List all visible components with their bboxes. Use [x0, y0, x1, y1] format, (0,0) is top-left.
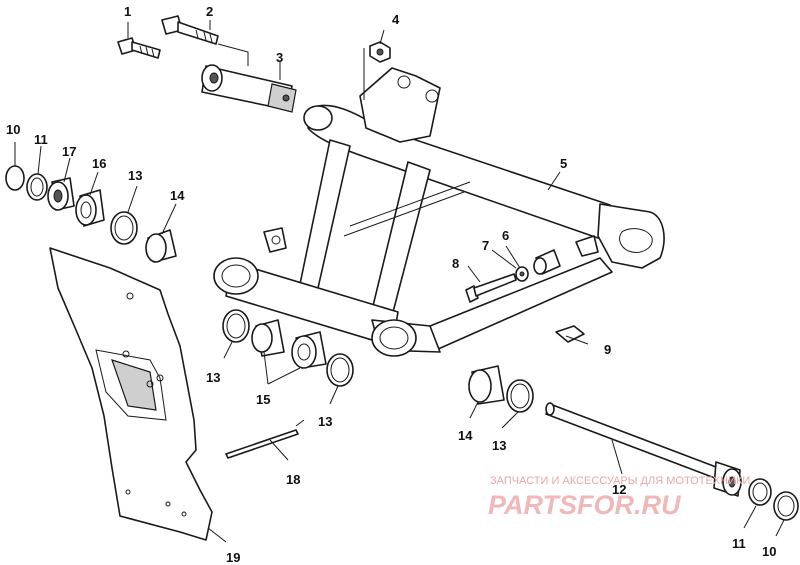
part-16-spacer — [75, 189, 105, 227]
part-10-cap-left — [5, 165, 25, 191]
watermark-logo: PARTSFOR.RU — [488, 490, 682, 520]
callout-14-b: 14 — [458, 428, 473, 443]
callout-12: 12 — [612, 482, 626, 497]
callout-11-right: 11 — [732, 536, 746, 551]
part-13-washer-2 — [222, 309, 250, 343]
part-2-bolt — [161, 15, 219, 45]
callout-13-d: 13 — [492, 438, 506, 453]
callout-1: 1 — [124, 4, 131, 19]
callout-7: 7 — [482, 238, 489, 253]
callout-9: 9 — [604, 342, 611, 357]
watermark-caption: ЗАПЧАСТИ И АКСЕССУАРЫ ДЛЯ МОТОТЕХНИКИ — [490, 475, 750, 487]
part-18-cable-tie — [225, 419, 305, 459]
callout-10-right: 10 — [762, 544, 776, 559]
watermark: ЗАПЧАСТИ И АКСЕССУАРЫ ДЛЯ МОТОТЕХНИКИ PA… — [488, 475, 750, 520]
part-10-cap-right — [773, 491, 799, 521]
callout-18: 18 — [286, 472, 300, 487]
part-14-bushing-2 — [468, 365, 505, 405]
callout-6: 6 — [502, 228, 509, 243]
swingarm-frame — [213, 67, 665, 357]
callout-14-a: 14 — [170, 188, 185, 203]
callout-17: 17 — [62, 144, 76, 159]
callout-8: 8 — [452, 256, 459, 271]
part-4-nut — [369, 41, 391, 63]
callout-13-a: 13 — [128, 168, 142, 183]
part-9-clip — [555, 325, 585, 343]
callout-13-b: 13 — [206, 370, 220, 385]
callout-19: 19 — [226, 550, 240, 565]
part-13-washer-4 — [506, 379, 534, 413]
part-12-axle — [545, 402, 742, 497]
callout-4: 4 — [392, 12, 400, 27]
part-17-bearing — [47, 177, 75, 211]
part-6-spacer — [533, 249, 561, 275]
part-3-shock — [201, 64, 297, 113]
callout-16: 16 — [92, 156, 106, 171]
callout-11-left: 11 — [34, 132, 48, 147]
callout-labels: 1 2 3 4 5 6 7 8 9 10 11 17 16 13 14 13 1… — [6, 4, 776, 565]
callout-10-left: 10 — [6, 122, 20, 137]
callout-15: 15 — [256, 392, 270, 407]
part-1-bolt — [117, 37, 161, 59]
callout-3: 3 — [276, 50, 283, 65]
part-8-bolt — [465, 273, 517, 303]
part-15-bushings — [251, 319, 327, 369]
callout-5: 5 — [560, 156, 567, 171]
part-13-washer-3 — [326, 353, 354, 387]
part-14-bushing-1 — [145, 229, 177, 263]
callout-13-c: 13 — [318, 414, 332, 429]
part-7-washer — [515, 266, 529, 282]
leader-lines — [14, 20, 785, 543]
part-19-mudguard — [49, 247, 213, 541]
callout-2: 2 — [206, 4, 213, 19]
part-11-ring-left — [26, 173, 48, 201]
part-13-washer-1 — [110, 211, 138, 245]
part-11-ring-right — [748, 478, 772, 506]
